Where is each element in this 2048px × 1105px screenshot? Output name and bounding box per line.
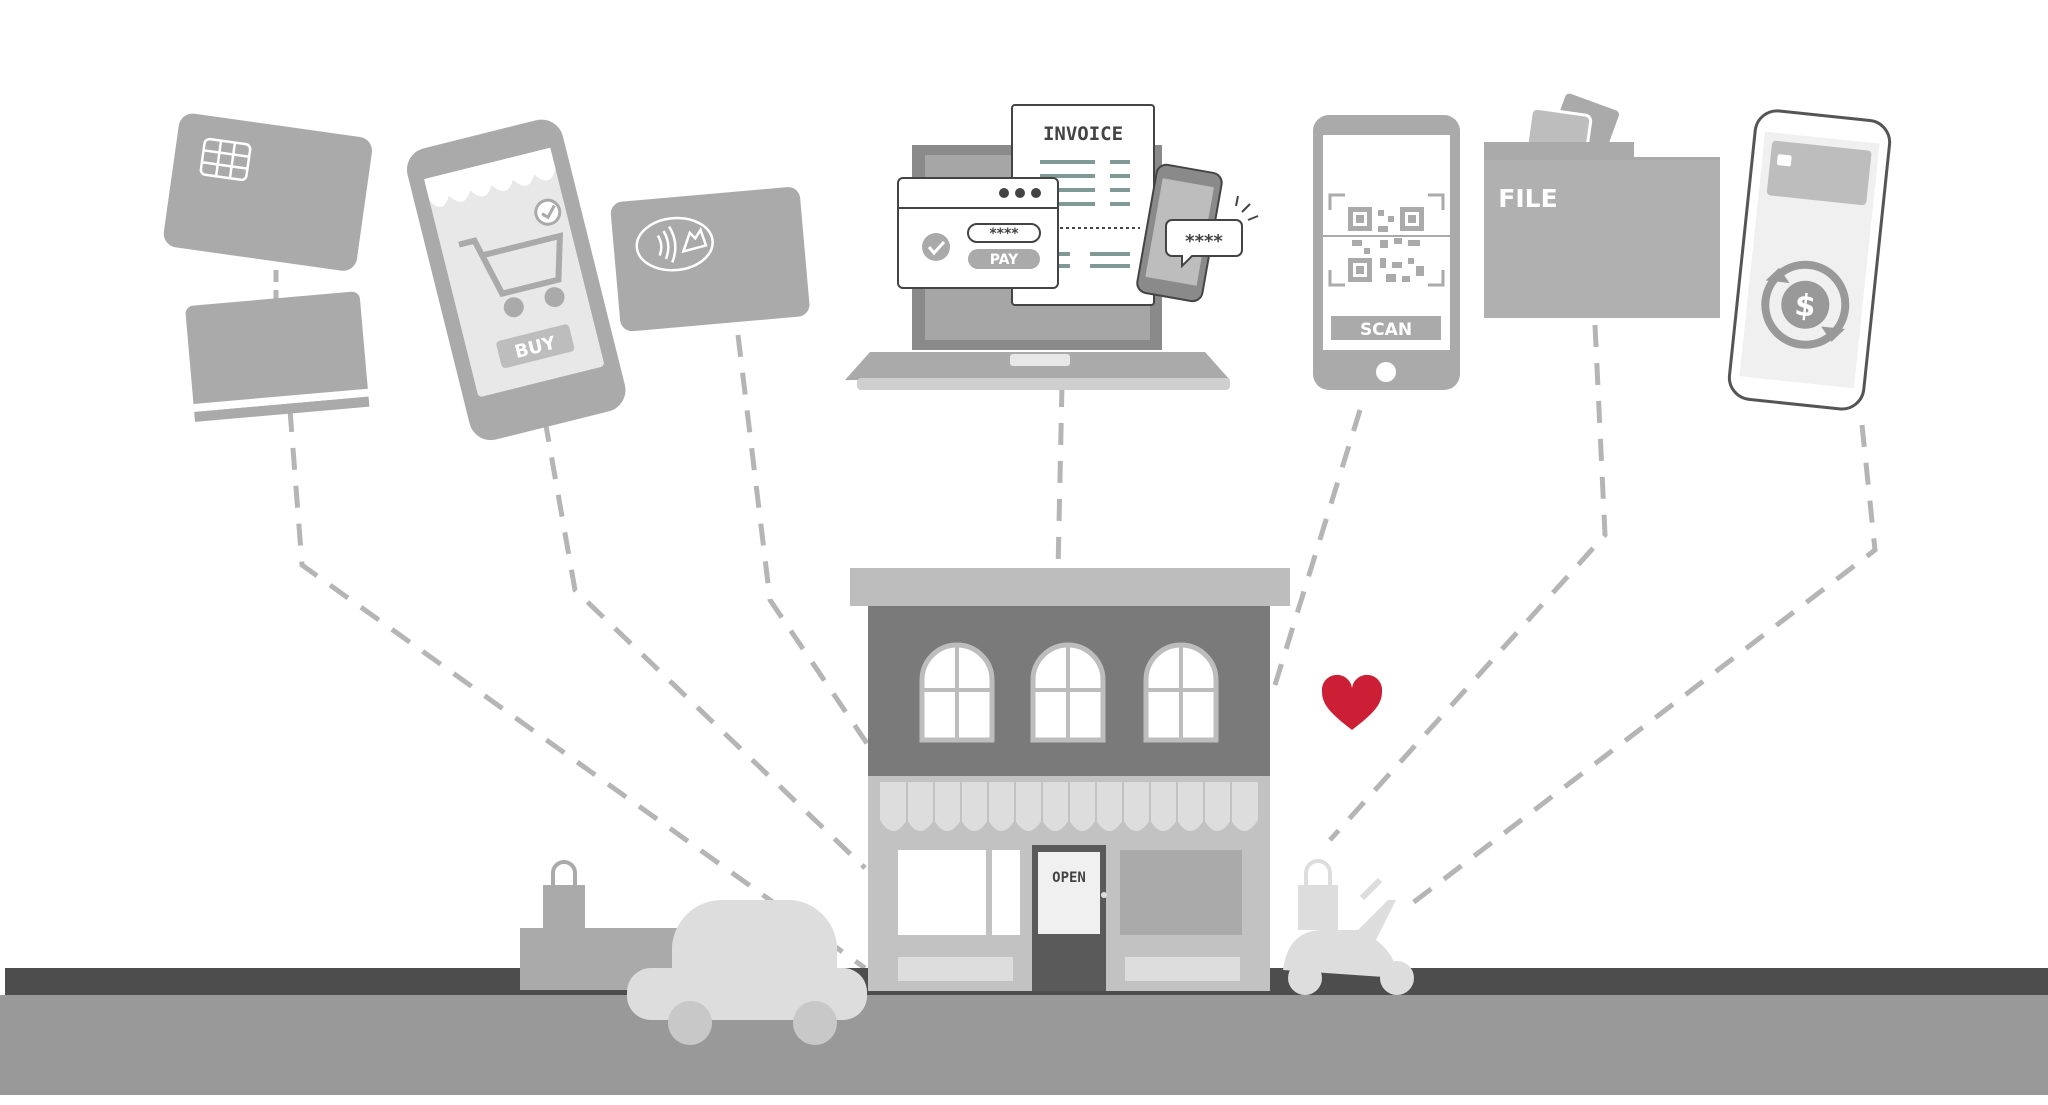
car-icon (627, 899, 867, 1045)
arched-windows (919, 642, 1219, 743)
scan-label: SCAN (1360, 320, 1412, 340)
mobile-shopping-icon: BUY (406, 119, 626, 441)
scooter-icon (1283, 859, 1414, 995)
shopping-cart-icon (458, 232, 565, 318)
invoice-label: INVOICE (1043, 123, 1123, 145)
heart-icon (1321, 674, 1383, 730)
dollar-label: $ (1793, 288, 1817, 325)
pin-laptop-label: **** (989, 226, 1019, 242)
open-sign-label: OPEN (1052, 870, 1086, 886)
pin-phone-label: **** (1185, 231, 1223, 252)
contactless-card-icon (610, 187, 810, 332)
shop-door: OPEN (1032, 845, 1107, 991)
connector-qr-phone (1272, 409, 1363, 686)
connector-chip-card (287, 409, 867, 971)
currency-exchange-phone-icon: $ (1727, 109, 1892, 411)
laptop-invoice-icon: INVOICE **** PAY (845, 104, 1259, 390)
connector-contactless (735, 334, 871, 747)
awning (880, 782, 1258, 831)
connector-lines (287, 324, 1878, 971)
pay-label: PAY (990, 252, 1019, 268)
file-label: FILE (1498, 184, 1557, 213)
connector-mobile-shop (542, 419, 867, 870)
road-ground (0, 995, 2048, 1095)
pin-phone-icon: **** (1136, 163, 1259, 303)
pay-dialog-icon: **** PAY (897, 177, 1059, 289)
qr-scan-phone-icon: SCAN (1313, 115, 1460, 390)
chip-card-icon (163, 113, 373, 422)
qr-code-icon (1348, 207, 1424, 282)
storefront-icon: OPEN (850, 568, 1290, 991)
file-folder-icon: FILE (1484, 90, 1720, 318)
shopping-bag-icon (543, 860, 585, 930)
connector-laptop (1055, 384, 1065, 571)
connector-currency-phone (1408, 424, 1878, 907)
connector-folder (1328, 324, 1608, 842)
